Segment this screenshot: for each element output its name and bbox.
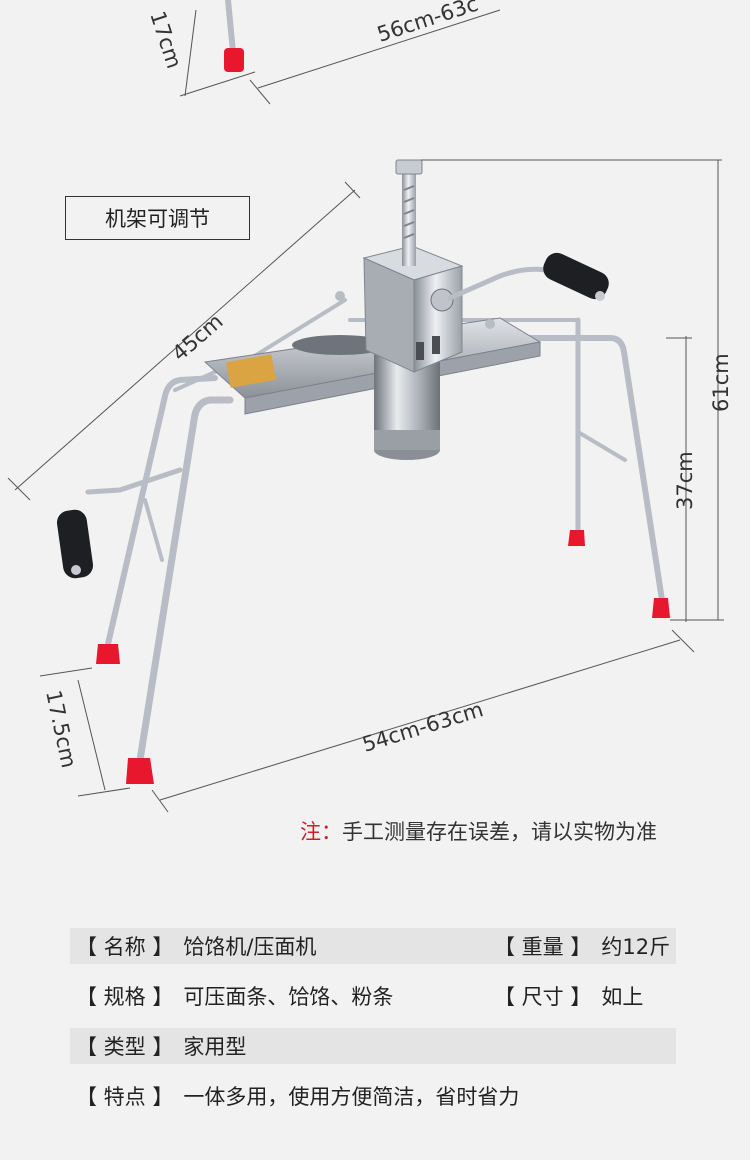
note-text: 手工测量存在误差，请以实物为准 <box>342 820 657 844</box>
right-crank-handle <box>447 252 609 301</box>
adjustable-frame-label: 机架可调节 <box>65 196 250 240</box>
spec-key: 【 规格 】 <box>76 985 174 1009</box>
left-crank-handle <box>56 467 183 579</box>
spec-key: 【 尺寸 】 <box>494 985 592 1009</box>
spec-row-spec: 【 规格 】 可压面条、饸饹、粉条 【 尺寸 】 如上 <box>70 978 676 1014</box>
screw-rod <box>395 159 423 266</box>
width-label: 54cm-63cm <box>359 697 486 757</box>
spec-row-features: 【 特点 】 一体多用，使用方便简洁，省时省力 <box>70 1078 676 1114</box>
spec-row-name: 【 名称 】 饸饹机/压面机 【 重量 】 约12斤 <box>70 928 676 964</box>
spec-row-type: 【 类型 】 家用型 <box>70 1028 676 1064</box>
top-width-label: 56cm-63c <box>374 0 481 47</box>
spec-key: 【 重量 】 <box>494 935 592 959</box>
top-partial-leg <box>224 0 244 72</box>
measurement-note: 注：手工测量存在误差，请以实物为准 <box>300 816 657 846</box>
spec-value: 约12斤 <box>601 935 671 959</box>
depth-label: 45cm <box>168 309 228 366</box>
spec-value: 可压面条、饸饹、粉条 <box>183 985 394 1009</box>
top-dimension-lines <box>179 9 501 105</box>
product-diagram: 17cm 56cm-63c <box>7 0 733 813</box>
plate-bolts <box>335 291 495 329</box>
dimension-lines <box>7 159 724 813</box>
total-height-label: 61cm <box>709 353 733 412</box>
spec-value: 一体多用，使用方便简洁，省时省力 <box>183 1085 520 1109</box>
spec-key: 【 类型 】 <box>76 1035 174 1059</box>
spec-value: 饸饹机/压面机 <box>183 935 317 959</box>
note-prefix: 注： <box>300 820 342 844</box>
leg-height-label: 37cm <box>673 451 697 510</box>
top-height-label: 17cm <box>145 8 186 71</box>
spec-key: 【 名称 】 <box>76 935 174 959</box>
spec-table: 【 名称 】 饸饹机/压面机 【 重量 】 约12斤 【 规格 】 可压面条、饸… <box>70 928 676 1128</box>
spec-value: 如上 <box>601 985 644 1009</box>
red-feet <box>96 530 670 784</box>
foot-height-label: 17.5cm <box>41 688 81 770</box>
spec-value: 家用型 <box>183 1035 247 1059</box>
spec-key: 【 特点 】 <box>76 1085 174 1109</box>
